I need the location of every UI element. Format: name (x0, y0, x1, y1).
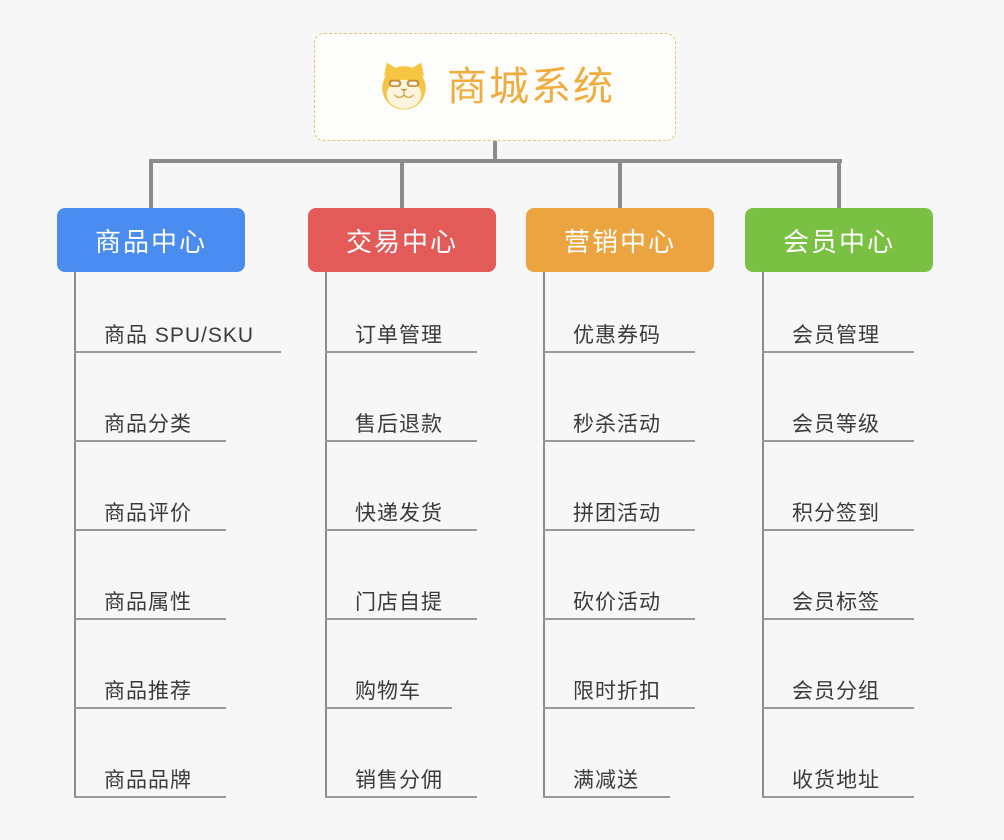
leaf-underline (543, 618, 695, 620)
leaf-item-label: 会员分组 (792, 680, 880, 703)
leaf-underline (74, 351, 281, 353)
root-title: 商城系统 (447, 65, 615, 109)
leaf-underline (325, 440, 477, 442)
leaf-underline (74, 529, 226, 531)
shiba-dog-mascot-icon (375, 58, 433, 116)
leaf-underline (762, 351, 914, 353)
leaf-item-label: 收货地址 (792, 769, 880, 792)
leaf-underline (325, 529, 477, 531)
leaf-list-member-center: 会员管理会员等级积分签到会员标签会员分组收货地址 (745, 272, 1004, 806)
category-header-label: 会员中心 (782, 226, 895, 257)
leaf-underline (325, 707, 452, 709)
category-header-label: 营销中心 (563, 226, 676, 257)
leaf-underline (325, 796, 477, 798)
leaf-item-label: 满减送 (573, 769, 639, 792)
connector-drop-marketing-center (618, 159, 622, 209)
category-header-trade-center[interactable]: 交易中心 (308, 208, 496, 272)
leaf-item-label: 商品推荐 (104, 680, 192, 703)
leaf-underline (543, 351, 695, 353)
leaf-item-label: 会员标签 (792, 591, 880, 614)
leaf-item-label: 商品品牌 (104, 769, 192, 792)
leaf-underline (762, 529, 914, 531)
leaf-item-label: 砍价活动 (573, 591, 661, 614)
category-header-marketing-center[interactable]: 营销中心 (526, 208, 714, 272)
leaf-list-trade-center: 订单管理售后退款快递发货门店自提购物车销售分佣 (308, 272, 576, 806)
leaf-item-label: 秒杀活动 (573, 413, 661, 436)
connector-horizontal-bus (149, 159, 842, 163)
category-header-label: 交易中心 (345, 226, 458, 257)
branch-spine (543, 272, 545, 797)
connector-root-stem (493, 141, 497, 163)
leaf-underline (325, 351, 477, 353)
leaf-underline (74, 796, 226, 798)
leaf-item-label: 优惠券码 (573, 324, 661, 347)
category-column-trade-center: 交易中心 订单管理售后退款快递发货门店自提购物车销售分佣 (308, 208, 496, 806)
leaf-item-label: 会员等级 (792, 413, 880, 436)
connector-drop-member-center (837, 159, 841, 209)
leaf-underline (74, 707, 226, 709)
leaf-item-label: 拼团活动 (573, 502, 661, 525)
leaf-underline (543, 529, 695, 531)
category-header-member-center[interactable]: 会员中心 (745, 208, 933, 272)
leaf-underline (543, 440, 695, 442)
leaf-item-label: 商品 SPU/SKU (104, 324, 255, 347)
category-column-member-center: 会员中心 会员管理会员等级积分签到会员标签会员分组收货地址 (745, 208, 933, 806)
connector-drop-product-center (149, 159, 153, 209)
root-node[interactable]: 商城系统 (314, 33, 676, 141)
leaf-underline (74, 440, 226, 442)
leaf-item-label: 商品属性 (104, 591, 192, 614)
leaf-underline (325, 618, 477, 620)
leaf-item-label: 门店自提 (355, 591, 443, 614)
leaf-item-label: 售后退款 (355, 413, 443, 436)
branch-spine (325, 272, 327, 797)
leaf-underline (762, 618, 914, 620)
leaf-item-label: 积分签到 (792, 502, 880, 525)
category-header-product-center[interactable]: 商品中心 (57, 208, 245, 272)
branch-spine (74, 272, 76, 797)
leaf-item-label: 商品评价 (104, 502, 192, 525)
category-column-product-center: 商品中心 商品 SPU/SKU 商品分类商品评价商品属性商品推荐商品品牌 (57, 208, 281, 806)
leaf-item-label: 限时折扣 (573, 680, 661, 703)
leaf-item-label: 销售分佣 (355, 769, 443, 792)
category-header-label: 商品中心 (94, 226, 207, 257)
leaf-underline (762, 440, 914, 442)
leaf-underline (762, 707, 914, 709)
branch-spine (762, 272, 764, 797)
leaf-list-product-center: 商品 SPU/SKU 商品分类商品评价商品属性商品推荐商品品牌 (57, 272, 325, 806)
leaf-item-label: 快递发货 (355, 502, 443, 525)
leaf-underline (543, 796, 670, 798)
leaf-item-label: 会员管理 (792, 324, 880, 347)
leaf-item-label: 订单管理 (355, 324, 443, 347)
leaf-item-label: 商品分类 (104, 413, 192, 436)
connector-drop-trade-center (400, 159, 404, 209)
category-column-marketing-center: 营销中心 优惠券码秒杀活动拼团活动砍价活动限时折扣满减送 (526, 208, 714, 806)
leaf-underline (74, 618, 226, 620)
leaf-underline (543, 707, 695, 709)
leaf-underline (762, 796, 914, 798)
leaf-list-marketing-center: 优惠券码秒杀活动拼团活动砍价活动限时折扣满减送 (526, 272, 794, 806)
leaf-item-label: 购物车 (355, 680, 421, 703)
